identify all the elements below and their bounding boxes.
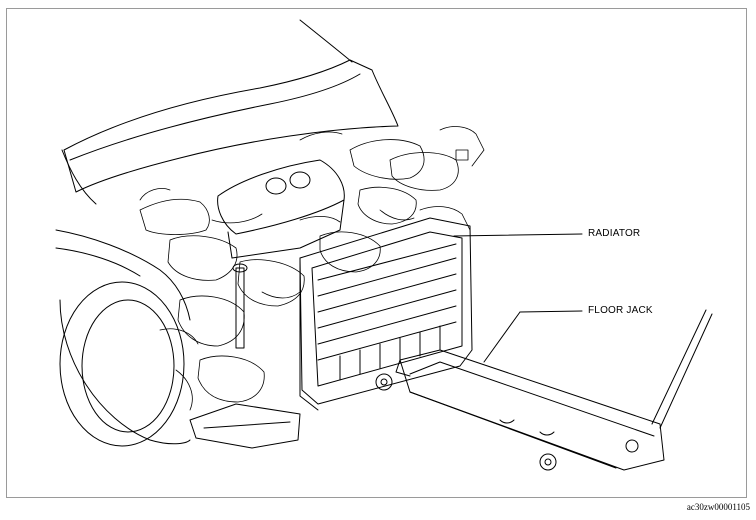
engine-cover [218,160,345,258]
radiator-leader-line [454,234,582,236]
floor-jack-leader-line [484,312,520,362]
floor-jack-label: FLOOR JACK [588,305,653,316]
floor-jack-leader-line-2 [520,311,582,312]
front-tire [60,282,184,446]
figure-frame [6,8,747,498]
floor-jack [376,310,712,470]
hood [64,20,398,192]
left-fender [56,150,190,444]
lower-bracket [190,404,300,448]
engine-bay-components [140,127,484,410]
radiator [300,218,472,410]
intake-post [233,264,247,348]
radiator-label: RADIATOR [588,228,641,239]
figure-code: ac30zw00001105 [686,502,750,512]
